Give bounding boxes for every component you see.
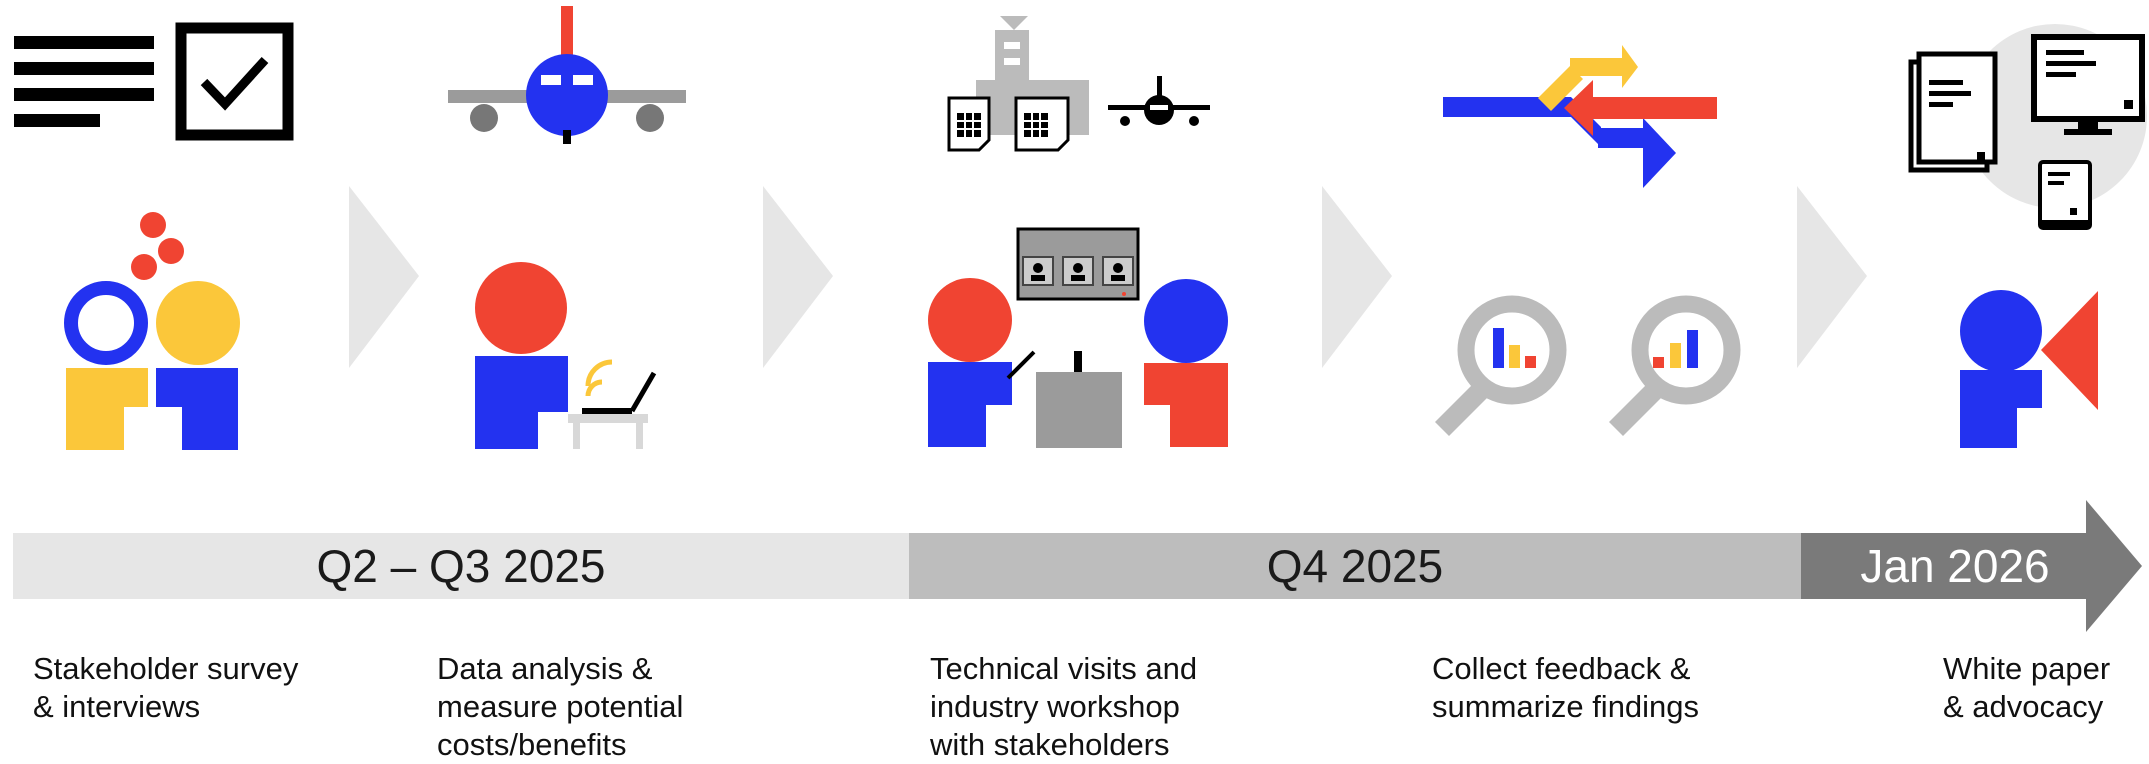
caption-line: Stakeholder survey — [33, 651, 299, 686]
survey-checklist-icon — [14, 22, 294, 141]
caption-line: & advocacy — [1943, 689, 2104, 724]
caption-line: Technical visits and — [930, 651, 1198, 686]
arrowhead-icon — [2086, 500, 2142, 632]
magnifier-chart-icon — [1435, 295, 1567, 436]
caption-line: with stakeholders — [930, 727, 1170, 762]
caption-line: & interviews — [33, 689, 201, 724]
advocate-megaphone-icon — [1960, 290, 2098, 448]
airplane-data-icon — [448, 6, 686, 144]
tablet-icon — [2038, 160, 2092, 230]
magnifier-chart-icon — [1609, 295, 1741, 436]
step-caption: Data analysis & measure potential costs/… — [437, 650, 683, 764]
phase-label: Q2 – Q3 2025 — [317, 540, 606, 592]
interview-people-icon — [64, 212, 240, 450]
chevron-right-icon — [763, 186, 833, 368]
phase-label: Jan 2026 — [1860, 540, 2049, 592]
feedback-arrows-icon — [1443, 45, 1717, 188]
chevron-right-icon — [1797, 186, 1867, 368]
timeline-phase-jan-2026 — [1801, 533, 2087, 599]
document-stack-icon — [1908, 51, 1998, 173]
timeline-phase-q4-2025 — [909, 533, 1801, 599]
caption-line: summarize findings — [1432, 689, 1700, 724]
document-icon — [947, 96, 991, 152]
caption-line: White paper — [1943, 651, 2111, 686]
caption-line: costs/benefits — [437, 727, 627, 762]
step-caption: Technical visits and industry workshop w… — [930, 650, 1197, 764]
monitor-icon — [2031, 34, 2145, 135]
chevron-right-icon — [349, 186, 419, 368]
small-airplane-icon — [1108, 76, 1210, 126]
site-visit-icon — [947, 16, 1210, 152]
analyst-laptop-icon — [475, 262, 657, 449]
document-icon — [1014, 96, 1070, 152]
caption-line: Data analysis & — [437, 651, 653, 686]
step-caption: Collect feedback & summarize findings — [1432, 650, 1699, 726]
timeline-bar: Q2 – Q3 2025 Q4 2025 Jan 2026 — [13, 500, 2142, 632]
chevron-right-icon — [1322, 186, 1392, 368]
caption-line: measure potential — [437, 689, 684, 724]
caption-line: Collect feedback & — [1432, 651, 1691, 686]
step-caption: White paper & advocacy — [1943, 650, 2110, 726]
caption-line: industry workshop — [930, 689, 1180, 724]
timeline-phase-q2-q3-2025 — [13, 533, 909, 599]
white-paper-icon — [1908, 24, 2147, 230]
step-caption: Stakeholder survey & interviews — [33, 650, 298, 726]
workshop-meeting-icon — [928, 227, 1228, 448]
phase-label: Q4 2025 — [1267, 540, 1443, 592]
